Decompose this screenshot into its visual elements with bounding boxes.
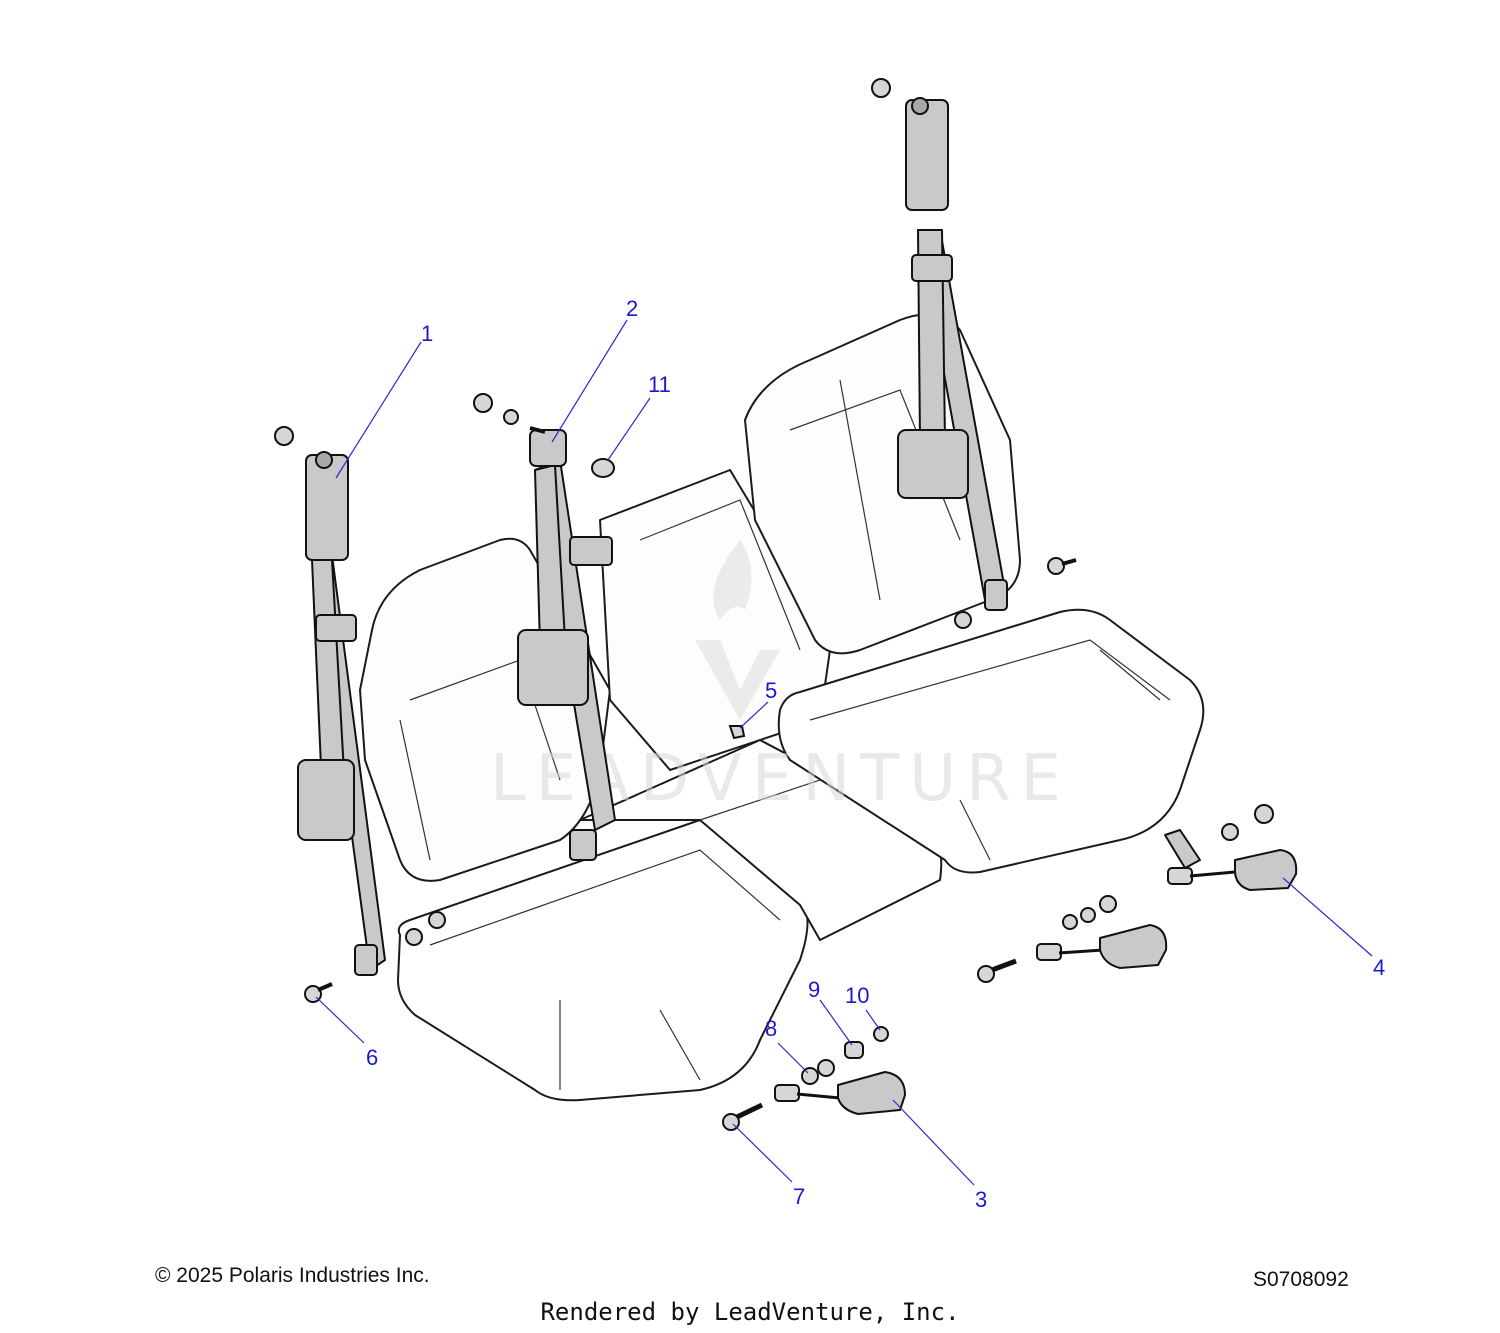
callout-7[interactable]: 7 xyxy=(793,1184,805,1209)
rendered-by-text: Rendered by LeadVenture, Inc. xyxy=(540,1298,960,1326)
leader-lines xyxy=(315,319,1373,1186)
callout-11[interactable]: 11 xyxy=(648,372,671,397)
bolt-icon xyxy=(1047,557,1077,575)
spacer-9-icon xyxy=(844,1041,864,1059)
cap-11-icon xyxy=(591,458,615,478)
callout-labels: 1 2 3 4 5 6 7 8 9 10 11 xyxy=(366,296,1385,1212)
callout-5[interactable]: 5 xyxy=(765,678,777,703)
nut-10-icon xyxy=(873,1026,889,1042)
bolt-icon xyxy=(529,426,546,434)
copyright-text: © 2025 Polaris Industries Inc. xyxy=(155,1264,430,1287)
buckle-3 xyxy=(774,1071,906,1115)
callout-2[interactable]: 2 xyxy=(626,296,638,321)
hardware xyxy=(274,78,1274,1131)
washer-8-icon xyxy=(801,1067,819,1085)
callout-10[interactable]: 10 xyxy=(845,983,869,1008)
callout-9[interactable]: 9 xyxy=(808,977,820,1002)
seat-belt-center xyxy=(517,429,616,861)
buckle-4 xyxy=(1164,829,1298,891)
callout-6[interactable]: 6 xyxy=(366,1045,378,1070)
seat-belt-left xyxy=(297,451,386,976)
watermark: LEADVENTURE xyxy=(490,540,1071,816)
callout-1[interactable]: 1 xyxy=(421,321,433,346)
seat-belt-right xyxy=(897,97,1008,611)
callout-3[interactable]: 3 xyxy=(975,1187,987,1212)
seat-cushion-left xyxy=(397,819,809,1102)
callout-8[interactable]: 8 xyxy=(765,1016,777,1041)
watermark-text: LEADVENTURE xyxy=(490,742,1071,816)
buckle-middle xyxy=(1036,924,1168,969)
bolt-icon xyxy=(977,958,1017,983)
diagram-id: S0708092 xyxy=(1253,1268,1349,1291)
callout-4[interactable]: 4 xyxy=(1373,955,1385,980)
seat-cushion-right xyxy=(777,608,1205,874)
clip-5-icon xyxy=(728,725,746,740)
bolt-7-icon xyxy=(722,1102,764,1131)
